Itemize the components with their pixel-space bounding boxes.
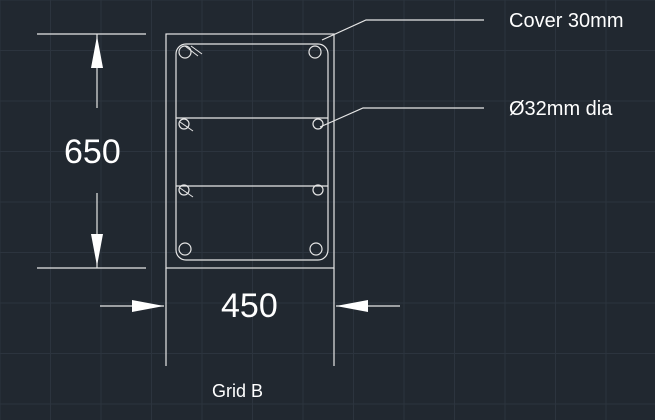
column-outline	[165, 33, 335, 269]
leader-cover	[321, 19, 484, 41]
rebar-mid2-left	[178, 184, 190, 196]
section-caption: Grid B	[212, 381, 264, 401]
rebar-top-left	[178, 45, 192, 59]
rebar-mid1-right	[312, 118, 324, 130]
dim-arrow-up	[91, 36, 103, 68]
dim-arrow-right	[132, 300, 164, 312]
hook-tie-upper	[179, 121, 194, 132]
height-dimension-label: 650	[64, 133, 121, 171]
rebar-bottom-right	[309, 242, 323, 256]
dim-arrow-down	[91, 234, 103, 266]
dim-arrow-left	[336, 300, 368, 312]
hook-top-2	[190, 45, 203, 55]
rebar-bottom-left	[178, 242, 192, 256]
bar-diameter-annotation: Ø32mm dia	[509, 98, 613, 120]
hook-top-1	[184, 45, 199, 57]
width-dimension-label: 450	[221, 287, 278, 325]
leader-bar-dia	[319, 107, 484, 128]
rebar-mid2-right	[312, 184, 324, 196]
stirrup-link	[175, 43, 329, 261]
rebar-mid1-left	[178, 118, 190, 130]
rebar-top-right	[308, 45, 322, 59]
hook-tie-lower	[179, 187, 194, 198]
cover-annotation: Cover 30mm	[509, 10, 624, 32]
